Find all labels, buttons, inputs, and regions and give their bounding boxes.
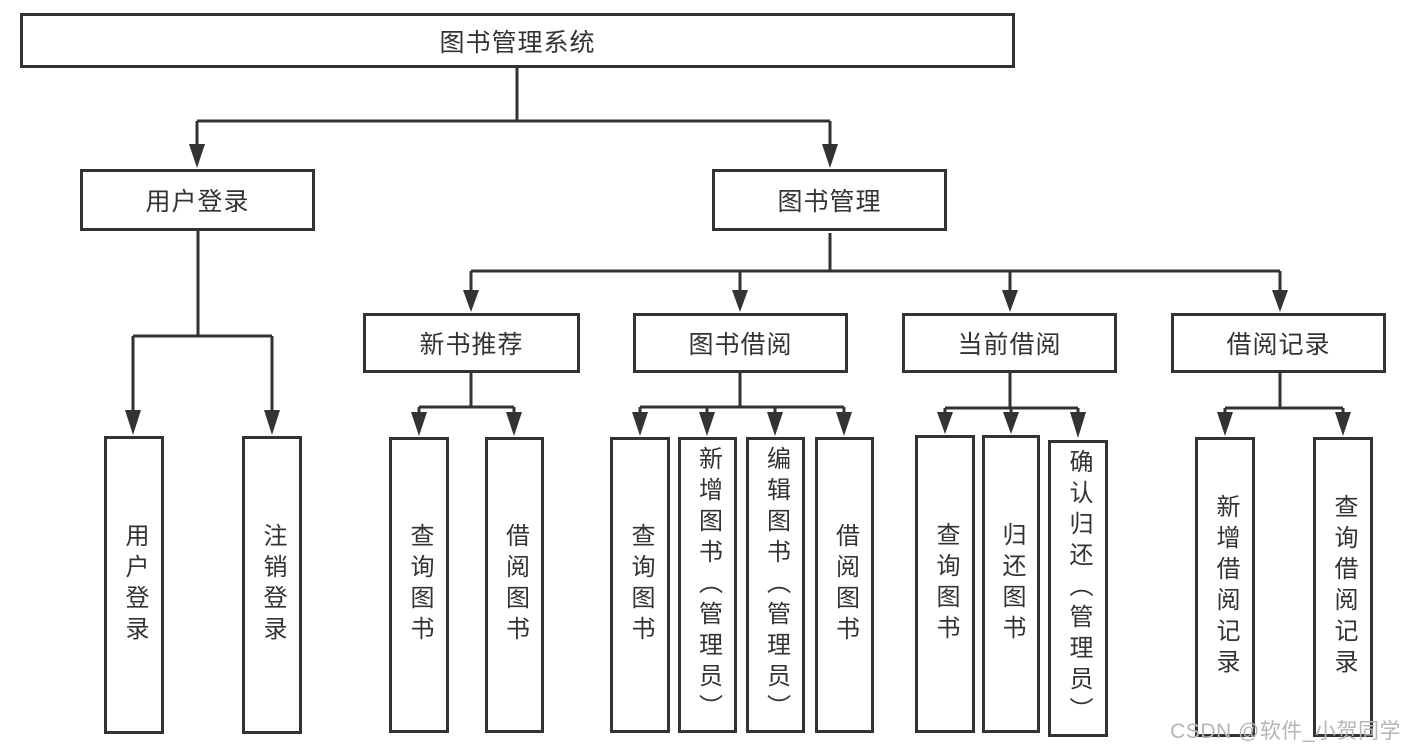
leaf-query-books-2: 查询图书: [610, 437, 670, 733]
leaf-query-books-3: 查询图书: [915, 435, 975, 733]
node-label: 用户登录: [121, 523, 148, 647]
connector-borrow-to-leaves: [632, 373, 852, 436]
leaf-borrow-books-1: 借阅图书: [485, 437, 544, 733]
leaf-edit-books-admin: 编辑图书（管理员）: [746, 437, 805, 733]
node-label: 图书借阅: [688, 331, 793, 359]
node-label: 查询借阅记录: [1330, 494, 1357, 680]
connector-current-to-leaves: [937, 373, 1086, 438]
node-label: 新增借阅记录: [1212, 494, 1239, 680]
leaf-query-books-1: 查询图书: [389, 437, 449, 733]
leaf-add-books-admin: 新增图书（管理员）: [678, 437, 737, 733]
node-label: 用户登录: [145, 188, 250, 216]
node-label: 确认归还（管理员）: [1065, 449, 1092, 728]
leaf-logout: 注销登录: [242, 436, 302, 734]
node-user-login-branch: 用户登录: [80, 169, 315, 231]
node-label: 新增图书（管理员）: [694, 445, 722, 725]
leaf-query-borrow-record: 查询借阅记录: [1313, 437, 1373, 737]
connector-records-to-leaves: [1217, 373, 1351, 436]
node-label: 归还图书: [998, 522, 1025, 646]
csdn-watermark: CSDN @软件_小贺同学: [1170, 720, 1401, 743]
node-label: 新书推荐: [419, 331, 524, 359]
connector-login-to-leaves: [125, 231, 280, 435]
node-book-management-branch: 图书管理: [712, 169, 947, 231]
node-label: 查询图书: [627, 523, 654, 647]
leaf-confirm-return-admin: 确认归还（管理员）: [1048, 440, 1108, 737]
node-new-book-recommend: 新书推荐: [363, 313, 580, 373]
node-book-borrow: 图书借阅: [633, 313, 848, 373]
node-borrow-records: 借阅记录: [1171, 313, 1386, 373]
connector-root-to-level2: [189, 68, 838, 168]
node-label: 借阅图书: [831, 523, 859, 647]
connector-newbooks-to-leaves: [411, 373, 522, 436]
leaf-user-login: 用户登录: [104, 436, 164, 734]
leaf-return-books: 归还图书: [982, 435, 1040, 733]
node-label: 借阅记录: [1226, 331, 1331, 359]
node-label: 编辑图书（管理员）: [762, 445, 790, 725]
node-label: 查询图书: [932, 522, 959, 646]
node-label: 注销登录: [259, 523, 286, 647]
node-root-system: 图书管理系统: [20, 13, 1015, 68]
leaf-add-borrow-record: 新增借阅记录: [1195, 437, 1255, 737]
node-label: 图书管理系统: [439, 28, 596, 57]
connector-bookmgmt-to-level3: [463, 233, 1288, 312]
node-label: 当前借阅: [957, 331, 1062, 359]
node-label: 查询图书: [406, 523, 433, 647]
node-label: 图书管理: [777, 188, 882, 216]
node-current-borrow: 当前借阅: [902, 313, 1117, 373]
leaf-borrow-books-2: 借阅图书: [815, 437, 874, 733]
node-label: 借阅图书: [501, 523, 529, 647]
